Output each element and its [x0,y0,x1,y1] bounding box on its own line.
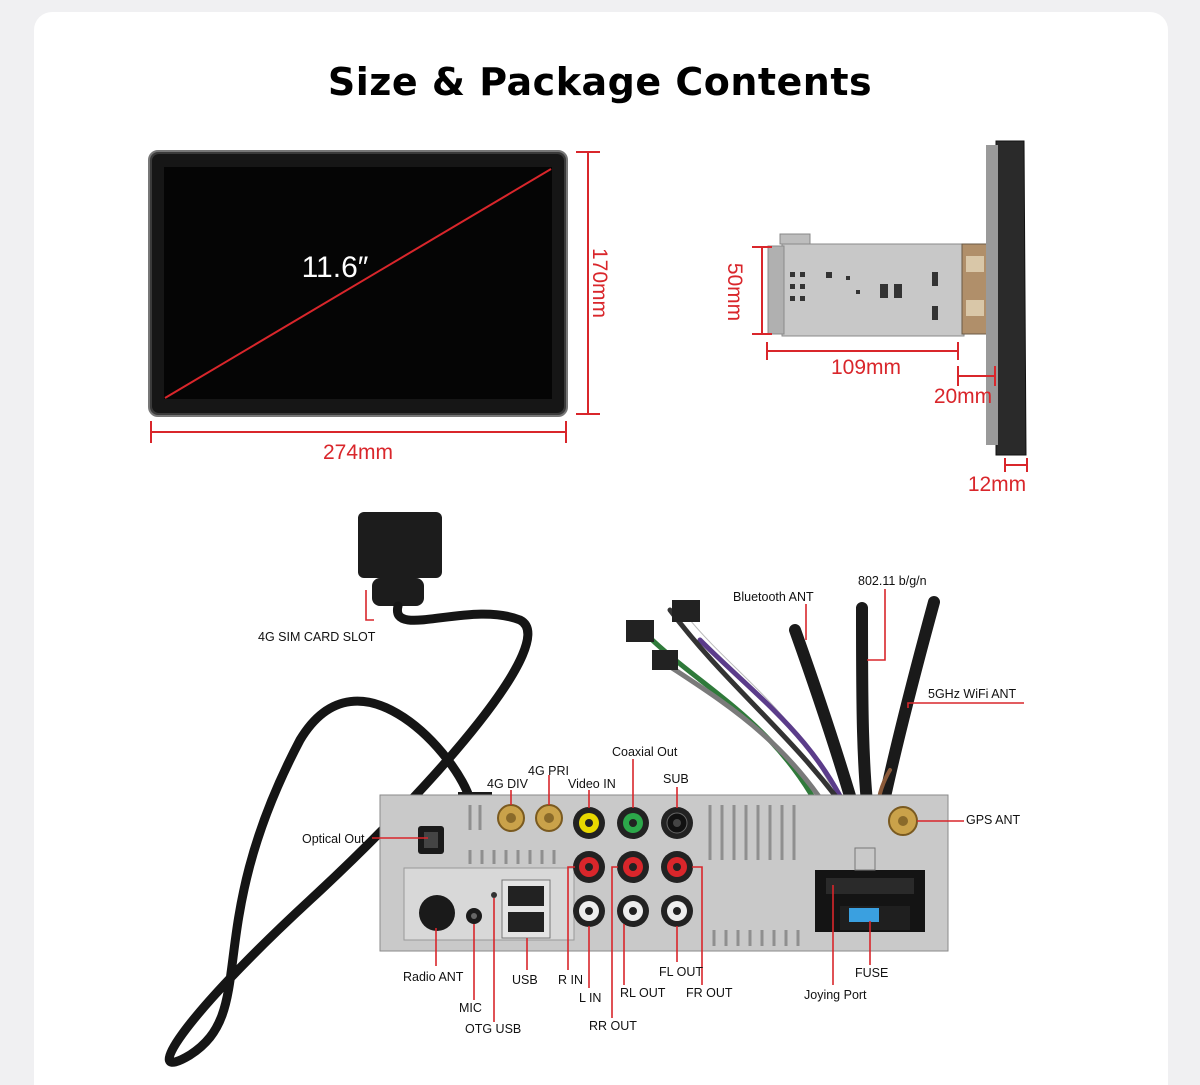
sim-cable-wire [164,601,533,1067]
fr-out-jack-pin [673,863,681,871]
sim-card-housing-neck [372,578,424,606]
sim-card-housing [358,512,442,578]
label-rl-out: RL OUT [620,986,666,1000]
thickness-label: 12mm [968,473,1026,496]
screen-side-profile [995,140,1027,456]
label-wifi-24: 802.11 b/g/n [858,574,927,588]
screen-diagonal-label: 11.6″ [302,251,369,284]
bracket-offset-label: 20mm [934,385,992,408]
chassis-top-bump [779,233,811,245]
label-l-in: L IN [579,991,601,1005]
chassis-height-label: 50mm [723,263,746,321]
4g-pri-connector-pin [544,813,554,823]
sub-jack-pin [673,819,681,827]
label-rr-out: RR OUT [589,1019,637,1033]
label-r-in: R IN [558,973,583,987]
sim-card-cable [164,512,533,1067]
bracket-clip-bottom [966,300,984,316]
chassis-box [781,243,965,337]
label-joying-port: Joying Port [804,988,867,1002]
rr-out-jack-pin [629,863,637,871]
leader-lines [365,589,1024,1022]
height-label: 170mm [588,248,611,318]
chassis-holes [790,272,938,320]
harness-plug-3 [652,650,678,670]
fuse [849,908,879,922]
joying-port-pins [826,878,914,894]
label-sub: SUB [663,772,689,786]
joying-port-latch [854,847,876,871]
label-fuse: FUSE [855,966,888,980]
label-usb: USB [512,973,538,987]
label-sim-slot: 4G SIM CARD SLOT [258,630,376,644]
usb-port-bottom [508,912,544,932]
label-video-in: Video IN [568,777,616,791]
label-wifi-5: 5GHz WiFi ANT [928,687,1017,701]
optical-port-inner [424,832,438,848]
label-fl-out: FL OUT [659,965,703,979]
label-4g-div: 4G DIV [487,777,529,791]
back-panel-view: 4G SIM CARD SLOT Bluetooth ANT 802.11 b/… [164,512,1024,1067]
rl-out-jack-pin [629,907,637,915]
mic-port-pin [471,913,477,919]
l-in-jack-pin [585,907,593,915]
width-label: 274mm [323,441,393,464]
r-in-jack-pin [585,863,593,871]
label-bluetooth-ant: Bluetooth ANT [733,590,814,604]
page-title: Size & Package Contents [327,60,873,104]
label-4g-pri: 4G PRI [528,764,569,778]
label-optical-out: Optical Out [302,832,365,846]
side-view: 50mm 109mm 20mm 12mm [723,140,1028,496]
harness-plug-1 [626,620,654,642]
label-radio-ant: Radio ANT [403,970,464,984]
otg-usb-port [491,892,497,898]
video-in-jack-pin [585,819,593,827]
chassis-depth-label: 109mm [831,356,901,379]
diagonal-line [164,168,552,399]
label-gps-ant: GPS ANT [966,813,1021,827]
label-otg-usb: OTG USB [465,1022,521,1036]
gps-ant-connector-pin [898,816,908,826]
usb-port-top [508,886,544,906]
front-view: 11.6″ 170mm 274mm [148,150,611,464]
radio-ant-port [419,895,455,931]
fl-out-jack-pin [673,907,681,915]
label-mic: MIC [459,1001,482,1015]
label-coaxial-out: Coaxial Out [612,745,678,759]
chassis-back-plate [767,245,785,335]
harness-plug-2 [672,600,700,622]
bracket-clip-top [966,256,984,272]
chassis-ribs [468,805,800,946]
4g-div-connector-pin [506,813,516,823]
label-fr-out: FR OUT [686,986,733,1000]
coaxial-out-jack-pin [629,819,637,827]
